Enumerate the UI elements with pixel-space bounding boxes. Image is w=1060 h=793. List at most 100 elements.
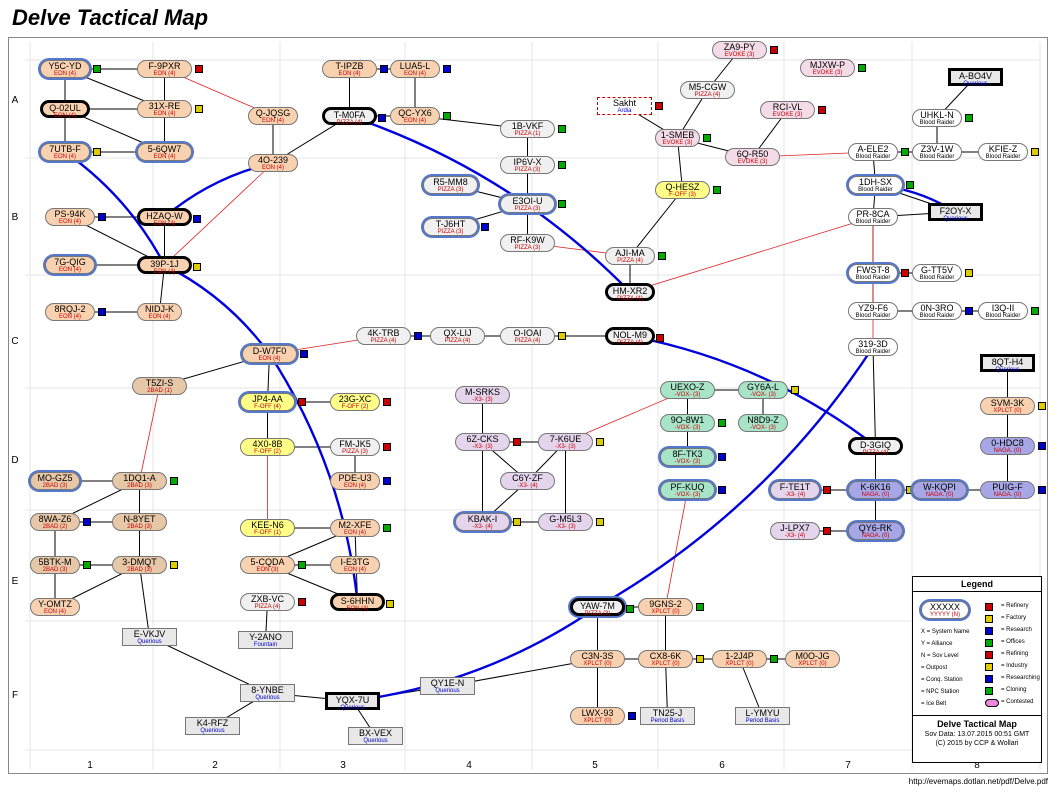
system-7-k6ue[interactable]: 7-K6UE-X3- (3) [538, 433, 604, 451]
system-9o-8w1[interactable]: 9O-8W1-VOX- (3) [660, 414, 726, 432]
system-6z-cks[interactable]: 6Z-CKS-X3- (3) [455, 433, 521, 451]
system-j-lpx7[interactable]: J-LPX7-X3- (4) [770, 522, 831, 540]
system-8f-tk3[interactable]: 8F-TK3-VOX- (3) [660, 448, 726, 466]
system-kbak-i[interactable]: KBAK-I-X3- (4) [455, 513, 521, 531]
footer-url[interactable]: http://evemaps.dotlan.net/pdf/Delve.pdf [908, 777, 1048, 786]
system-gy6a-l[interactable]: GY6A-L-VOX- (3) [738, 381, 799, 399]
system-m-srks[interactable]: M-SRKS-X3- (3) [455, 386, 510, 404]
system-uexo-z[interactable]: UEXO-Z-VOX- (3) [660, 381, 715, 399]
system-f-te1t[interactable]: F-TE1T-X3- (4) [770, 481, 831, 499]
system-pf-kuq[interactable]: PF-KUQ-VOX- (3) [660, 481, 726, 499]
system-n8d9-z[interactable]: N8D9-Z-VOX- (3) [738, 414, 788, 432]
system-c6y-zf[interactable]: C6Y-ZF-X3- (4) [500, 472, 555, 490]
